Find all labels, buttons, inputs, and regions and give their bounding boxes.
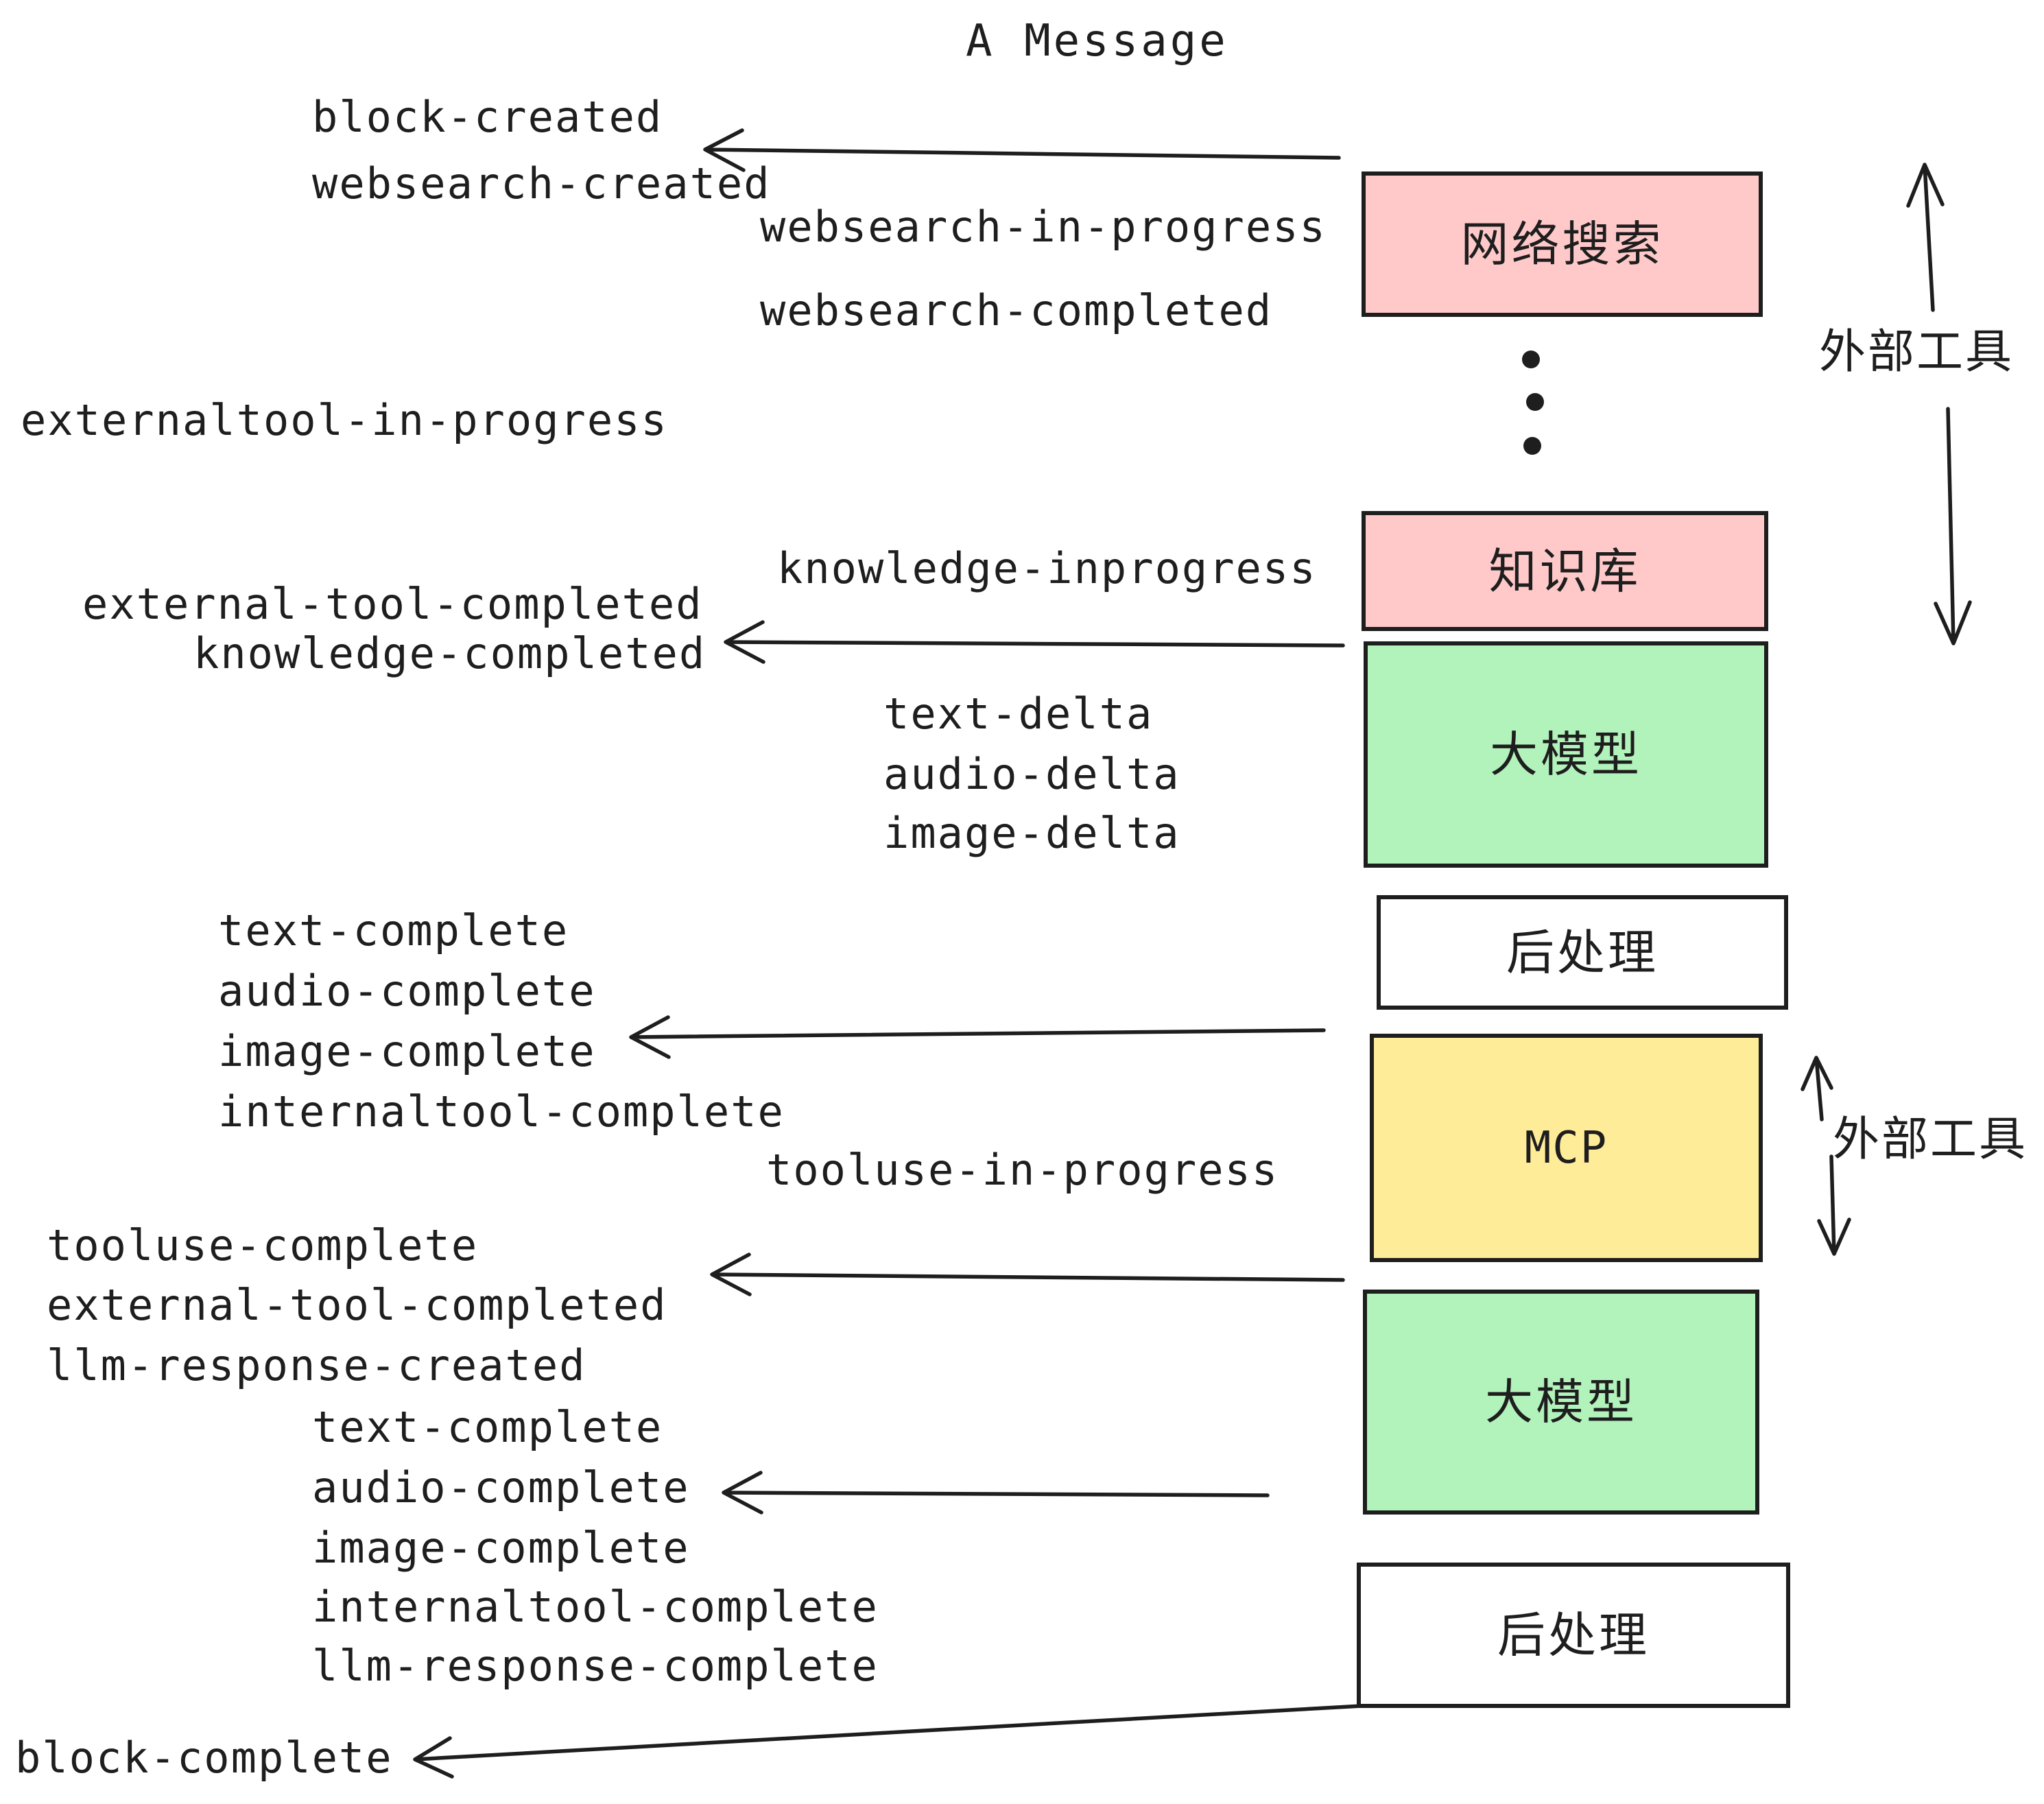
event-label-llm-response-complete: llm-response-complete — [312, 1641, 879, 1691]
box-knowledge: 知识库 — [1362, 511, 1768, 631]
event-label-internaltool-complete: internaltool-complete — [218, 1087, 785, 1137]
box-postprocess-1-label: 后处理 — [1506, 924, 1659, 981]
arrow-mcp-to-tooluse-events — [710, 1253, 1345, 1296]
event-label-internaltool-complete-2: internaltool-complete — [312, 1582, 879, 1632]
event-label-text-complete: text-complete — [218, 905, 569, 956]
ellipsis-dot — [1522, 351, 1540, 368]
box-llm-1-label: 大模型 — [1490, 726, 1642, 783]
event-label-block-complete: block-complete — [15, 1733, 393, 1783]
box-llm-1: 大模型 — [1364, 641, 1768, 868]
arrow-external-tools-1-up — [1906, 163, 1945, 312]
event-label-externaltool-in-progress: externaltool-in-progress — [21, 395, 668, 445]
ellipsis-dots — [1522, 351, 1544, 455]
ellipsis-dot — [1523, 437, 1541, 455]
side-label-external-tools-2: 外部工具 — [1833, 1113, 2028, 1167]
arrow-external-tools-1-down — [1934, 407, 1972, 645]
event-label-text-complete-2: text-complete — [312, 1402, 663, 1452]
box-mcp-label: MCP — [1524, 1122, 1608, 1174]
side-label-external-tools-1: 外部工具 — [1819, 325, 2015, 379]
event-label-text-delta: text-delta — [883, 689, 1154, 739]
box-websearch: 网络搜索 — [1362, 171, 1763, 317]
arrow-external-tools-2-up — [1801, 1056, 1833, 1121]
event-label-websearch-in-progress: websearch-in-progress — [760, 202, 1327, 252]
box-llm-2: 大模型 — [1363, 1290, 1759, 1515]
event-label-external-tool-completed-2: external-tool-completed — [47, 1280, 667, 1330]
arrow-postprocess1-to-complete-events — [629, 1015, 1326, 1059]
arrow-postprocess2-to-block-complete — [413, 1704, 1364, 1779]
event-label-image-complete-2: image-complete — [312, 1523, 690, 1573]
event-label-audio-complete-2: audio-complete — [312, 1462, 690, 1512]
event-label-knowledge-inprogress: knowledge-inprogress — [777, 543, 1317, 593]
arrow-external-tools-2-down — [1817, 1154, 1851, 1256]
box-postprocess-1: 后处理 — [1377, 895, 1788, 1010]
event-label-external-tool-completed: external-tool-completed — [82, 579, 703, 629]
box-mcp: MCP — [1370, 1034, 1763, 1262]
event-label-websearch-completed: websearch-completed — [760, 285, 1273, 335]
box-postprocess-2: 后处理 — [1357, 1563, 1790, 1708]
event-label-llm-response-created: llm-response-created — [47, 1340, 586, 1390]
arrow-knowledge-to-completed-events — [724, 620, 1345, 664]
event-label-websearch-created: websearch-created — [312, 158, 771, 209]
event-label-tooluse-complete: tooluse-complete — [47, 1220, 479, 1270]
event-label-audio-complete: audio-complete — [218, 966, 596, 1016]
box-postprocess-2-label: 后处理 — [1497, 1607, 1650, 1663]
arrow-websearch-to-created-events — [703, 128, 1341, 172]
event-label-image-delta: image-delta — [883, 808, 1180, 858]
box-knowledge-label: 知识库 — [1488, 543, 1641, 600]
box-websearch-label: 网络搜索 — [1460, 216, 1664, 272]
box-llm-2-label: 大模型 — [1485, 1374, 1637, 1430]
event-label-tooluse-in-progress: tooluse-in-progress — [766, 1145, 1279, 1195]
event-label-audio-delta: audio-delta — [883, 749, 1180, 799]
arrow-llm2-to-complete-events — [722, 1471, 1270, 1515]
event-label-image-complete: image-complete — [218, 1026, 596, 1076]
ellipsis-dot — [1526, 393, 1544, 411]
event-label-block-created: block-created — [312, 92, 663, 142]
diagram-title: A Message — [966, 16, 1228, 67]
event-label-knowledge-completed: knowledge-completed — [193, 628, 706, 678]
